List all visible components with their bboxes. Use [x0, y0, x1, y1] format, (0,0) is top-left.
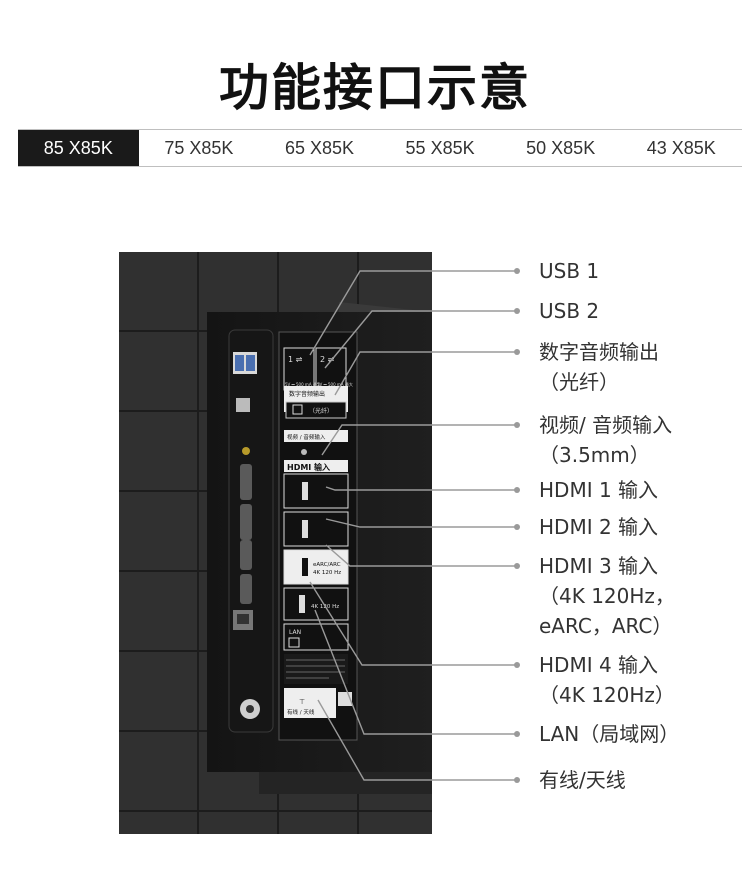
svg-text:数字音频输出: 数字音频输出	[289, 390, 325, 398]
callout-dot	[514, 268, 520, 274]
callout-usb1: USB 1	[539, 259, 600, 283]
callout-dot	[514, 563, 520, 569]
svg-text:eARC/ARC: eARC/ARC	[313, 562, 341, 568]
callout-antenna: 有线/天线	[539, 768, 626, 792]
tv-back-panel-illustration: 1 ⇌ 2 ⇌ 5V ⎓ 500 mA 最大 5V ⎓ 500 mA 最大 数字…	[119, 252, 432, 834]
av-jack-icon	[242, 447, 250, 455]
callout-digital-audio-out: 数字音频输出（光纤）	[539, 340, 659, 394]
callout-dot	[514, 662, 520, 668]
hdmi-port-3-icon	[240, 540, 252, 570]
svg-text:1 ⇌: 1 ⇌	[288, 355, 303, 364]
model-tabs: 85 X85K 75 X85K 65 X85K 55 X85K 50 X85K …	[18, 129, 742, 167]
tab-65-x85k[interactable]: 65 X85K	[284, 138, 355, 158]
callout-dot	[514, 349, 520, 355]
svg-text:⊤: ⊤	[299, 698, 305, 706]
svg-text:5V ⎓ 500 mA 最大: 5V ⎓ 500 mA 最大	[285, 381, 321, 387]
callout-dot	[514, 422, 520, 428]
optical-port-icon	[236, 398, 250, 412]
svg-text:有线 / 天线: 有线 / 天线	[287, 708, 315, 716]
hdmi-port-1-icon	[240, 464, 252, 500]
tab-50-x85k[interactable]: 50 X85K	[526, 138, 596, 158]
callout-video-audio-in: 视频/ 音频输入（3.5mm）	[539, 413, 673, 467]
callout-lan: LAN（局域网）	[539, 722, 680, 746]
hdmi-port-2-icon	[240, 504, 252, 540]
svg-text:LAN: LAN	[289, 629, 301, 636]
callout-dot	[514, 487, 520, 493]
svg-text:视频 / 音频输入: 视频 / 音频输入	[287, 433, 326, 441]
callout-hdmi4: HDMI 4 输入（4K 120Hz）	[539, 653, 675, 707]
callout-dot	[514, 731, 520, 737]
svg-text:4K 120 Hz: 4K 120 Hz	[313, 570, 341, 576]
callout-hdmi1: HDMI 1 输入	[539, 478, 659, 502]
callout-hdmi2: HDMI 2 输入	[539, 515, 659, 539]
tv-back-panel-photo: 1 ⇌ 2 ⇌ 5V ⎓ 500 mA 最大 5V ⎓ 500 mA 最大 数字…	[119, 252, 432, 834]
callout-dot	[514, 308, 520, 314]
callout-dot	[514, 777, 520, 783]
svg-text:2 ⇌: 2 ⇌	[320, 355, 335, 364]
svg-text:（光纤）: （光纤）	[309, 407, 333, 415]
tab-55-x85k[interactable]: 55 X85K	[405, 138, 475, 158]
tab-43-x85k[interactable]: 43 X85K	[646, 138, 716, 158]
tab-75-x85k[interactable]: 75 X85K	[164, 138, 234, 158]
svg-text:HDMI 输入: HDMI 输入	[287, 462, 330, 472]
tab-85-x85k[interactable]: 85 X85K	[18, 130, 139, 166]
hdmi-port-4-icon	[240, 574, 252, 604]
svg-text:4K 120 Hz: 4K 120 Hz	[311, 604, 339, 610]
callout-dot	[514, 524, 520, 530]
callout-usb2: USB 2	[539, 299, 600, 323]
page-title: 功能接口示意	[219, 59, 531, 117]
callout-hdmi3: HDMI 3 输入（4K 120Hz，eARC，ARC）	[539, 554, 675, 638]
